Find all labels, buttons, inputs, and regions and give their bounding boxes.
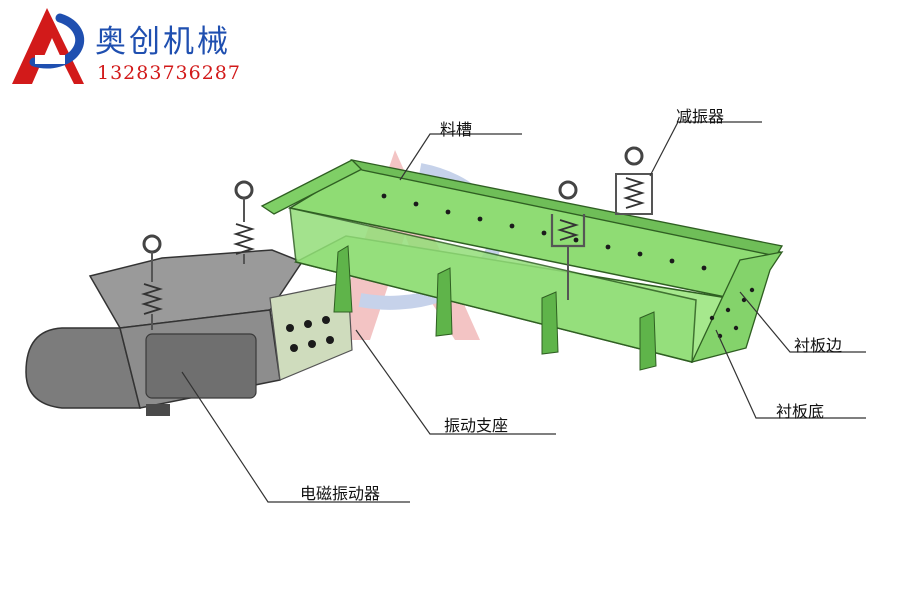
company-phone: 13283736287 bbox=[97, 62, 241, 84]
support-bolt bbox=[308, 340, 316, 348]
support-bolt bbox=[290, 344, 298, 352]
leader-support bbox=[355, 329, 556, 435]
damper-right-front bbox=[550, 180, 586, 300]
damper-right-rear bbox=[615, 146, 653, 215]
label-trough: 料槽 bbox=[440, 120, 473, 139]
label-support: 振动支座 bbox=[444, 416, 509, 435]
leader-exciter bbox=[181, 371, 410, 503]
support-bolt bbox=[286, 324, 294, 332]
label-liner-bottom: 衬板底 bbox=[776, 402, 825, 421]
support-bolt bbox=[304, 320, 312, 328]
support-bolt bbox=[322, 316, 330, 324]
leader-liner-bottom bbox=[715, 329, 866, 419]
label-liner-side: 衬板边 bbox=[794, 336, 843, 355]
leader-liner-side bbox=[739, 291, 866, 353]
feeding-trough bbox=[260, 158, 784, 371]
company-name: 奥创机械 bbox=[95, 24, 231, 60]
logo-letter-a bbox=[12, 8, 84, 84]
leader-trough bbox=[399, 133, 522, 181]
logo-crossbar bbox=[35, 55, 65, 64]
support-bolt bbox=[326, 336, 334, 344]
label-exciter: 电磁振动器 bbox=[300, 484, 381, 503]
damper-left-rear bbox=[140, 234, 164, 330]
vibration-support bbox=[269, 281, 353, 381]
leader-lines bbox=[181, 121, 866, 503]
trough-rivets bbox=[381, 193, 707, 271]
company-logo bbox=[12, 8, 85, 84]
leader-damper bbox=[649, 121, 762, 177]
damper-left-front bbox=[232, 180, 256, 264]
label-damper: 减振器 bbox=[676, 107, 725, 126]
exciter-body bbox=[25, 249, 304, 416]
